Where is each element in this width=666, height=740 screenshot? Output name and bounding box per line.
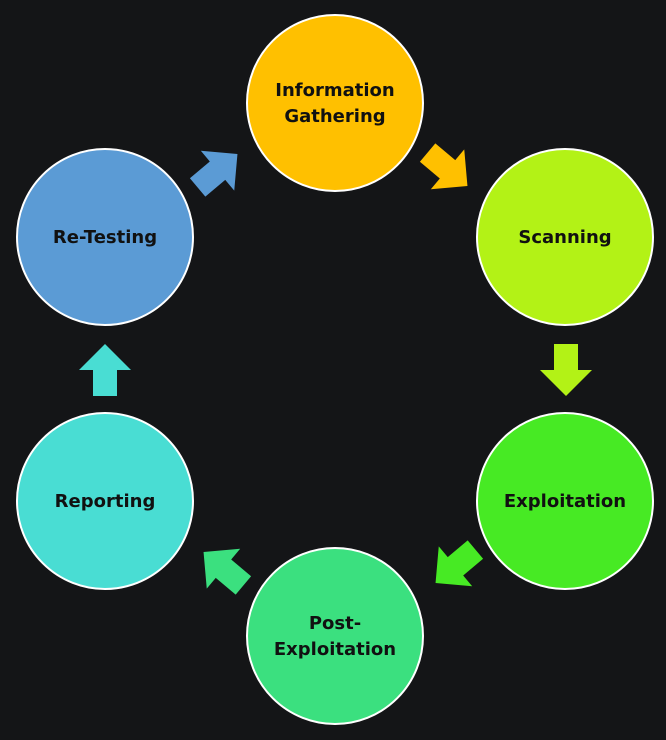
stage-circle: [476, 148, 654, 326]
stage-label: Exploitation: [504, 491, 626, 512]
stage-circle: [246, 14, 424, 192]
arrow-icon-information-gathering-to-scanning: [419, 143, 468, 190]
stage-reporting: Reporting: [16, 412, 194, 590]
stage-circle: [246, 547, 424, 725]
stage-re-testing: Re-Testing: [16, 148, 194, 326]
arrow-icon-exploitation-to-post-exploitation: [435, 540, 484, 587]
stages-layer: InformationGatheringScanningExploitation…: [16, 14, 654, 725]
stage-label: Information: [275, 80, 394, 101]
stage-circle: [16, 412, 194, 590]
arrow-icon-scanning-to-exploitation: [540, 344, 592, 396]
stage-label: Reporting: [55, 491, 156, 512]
stage-circle: [476, 412, 654, 590]
stage-label: Exploitation: [274, 639, 396, 660]
arrows-layer: [79, 143, 592, 595]
arrow-icon-post-exploitation-to-reporting: [203, 548, 252, 595]
stage-label: Scanning: [518, 227, 611, 248]
stage-exploitation: Exploitation: [476, 412, 654, 590]
stage-label: Gathering: [284, 106, 385, 127]
arrow-icon-reporting-to-re-testing: [79, 344, 131, 396]
stage-circle: [16, 148, 194, 326]
stage-scanning: Scanning: [476, 148, 654, 326]
arrow-icon-re-testing-to-information-gathering: [189, 150, 238, 197]
stage-label: Post-: [309, 613, 361, 634]
stage-label: Re-Testing: [53, 227, 157, 248]
stage-post-exploitation: Post- Exploitation: [246, 547, 424, 725]
